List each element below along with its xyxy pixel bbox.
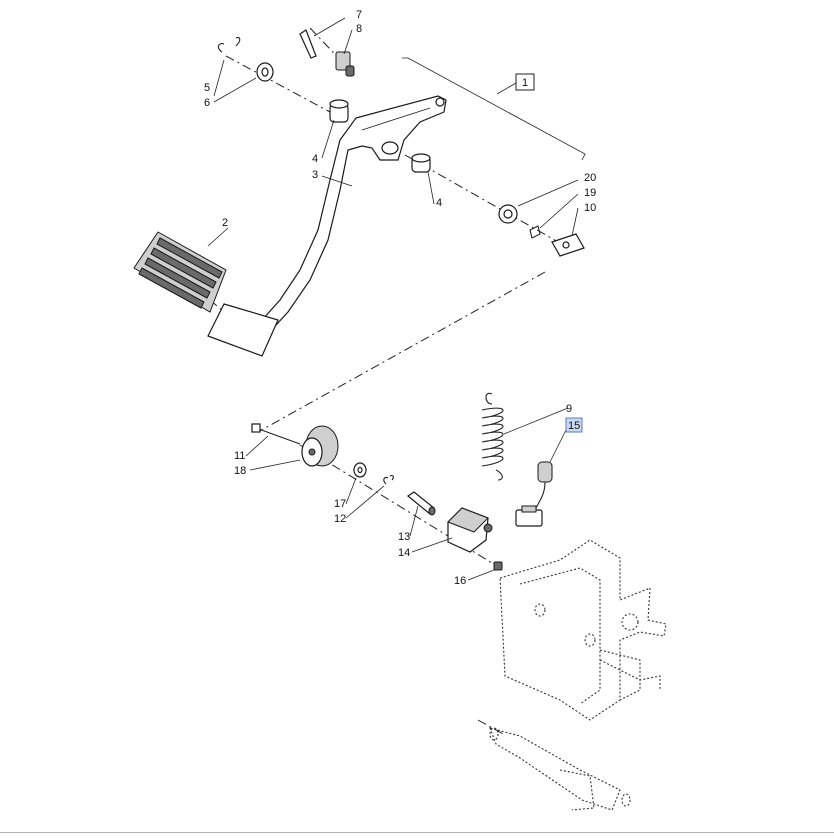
pin-13 <box>406 491 436 516</box>
callout-16[interactable]: 16 <box>454 575 466 587</box>
washer-6 <box>256 62 274 82</box>
pedal-pad <box>133 231 279 357</box>
assembly-bracket <box>402 57 586 161</box>
support-bracket <box>489 539 667 811</box>
callout-11[interactable]: 11 <box>234 450 245 462</box>
callout-7[interactable]: 7 <box>356 9 362 21</box>
leader-lines <box>207 17 579 581</box>
bushing-left <box>329 99 349 123</box>
callout-18[interactable]: 18 <box>234 465 246 477</box>
callout-1[interactable]: 1 <box>522 77 528 89</box>
washer-17 <box>353 462 367 478</box>
callout-10[interactable]: 10 <box>584 202 596 214</box>
callout-9[interactable]: 9 <box>566 403 572 415</box>
callout-8[interactable]: 8 <box>356 23 362 35</box>
sensor-14 <box>447 507 493 553</box>
fitting-8 <box>335 51 355 77</box>
pedal-arm <box>260 95 447 326</box>
callout-14[interactable]: 14 <box>398 547 410 559</box>
clip-19 <box>529 225 541 239</box>
callouts: 1 2 3 4 4 5 6 7 8 9 10 11 12 13 14 15 16… <box>204 9 596 587</box>
callout-4-right[interactable]: 4 <box>436 197 442 209</box>
bushing-right <box>411 153 431 173</box>
hub-18 <box>301 425 339 467</box>
callout-17[interactable]: 17 <box>334 498 346 510</box>
callout-1-box <box>515 73 535 91</box>
spring-9 <box>481 392 504 481</box>
nut-16 <box>493 561 503 571</box>
harness-15 <box>515 461 553 527</box>
plate-10 <box>551 233 585 257</box>
callout-15[interactable]: 15 <box>568 420 580 432</box>
callout-20[interactable]: 20 <box>584 172 596 184</box>
washer-20 <box>498 204 518 224</box>
bolt-11 <box>251 423 301 445</box>
callout-19[interactable]: 19 <box>584 187 596 199</box>
callout-13[interactable]: 13 <box>398 531 410 543</box>
callout-3[interactable]: 3 <box>312 169 318 181</box>
callout-2[interactable]: 2 <box>222 217 228 229</box>
callout-6[interactable]: 6 <box>204 97 210 109</box>
callout-15-highlight <box>565 417 583 433</box>
pin-7 <box>299 29 317 59</box>
bottom-divider <box>0 832 834 833</box>
eclip-12 <box>383 474 394 485</box>
callout-12[interactable]: 12 <box>334 513 346 525</box>
callout-5[interactable]: 5 <box>204 82 210 94</box>
clip-5 <box>217 36 241 53</box>
callout-4-left[interactable]: 4 <box>312 153 318 165</box>
